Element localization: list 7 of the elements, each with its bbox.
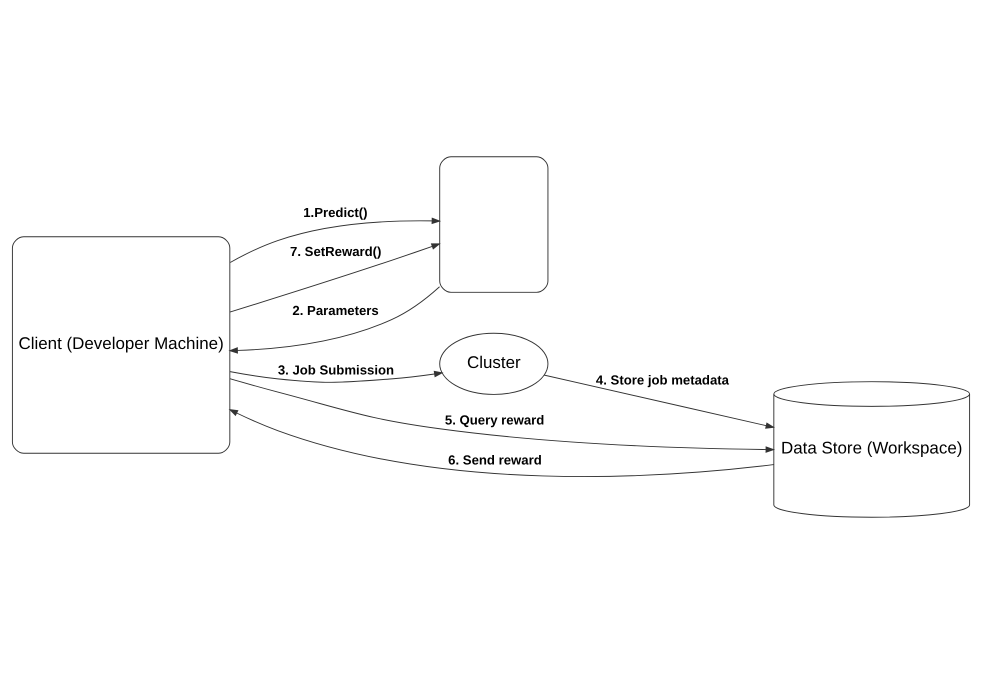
edge-label: 7. SetReward() — [290, 243, 382, 258]
edge-label: 6. Send reward — [448, 452, 542, 468]
edge-label: 1.Predict() — [303, 204, 368, 220]
edge-label: 5. Query reward — [444, 412, 544, 427]
edge-label: 4. Store job metadata — [596, 372, 730, 388]
edge-label: 3. Job Submission — [278, 362, 394, 377]
edge-label: 2. Parameters — [292, 302, 379, 318]
